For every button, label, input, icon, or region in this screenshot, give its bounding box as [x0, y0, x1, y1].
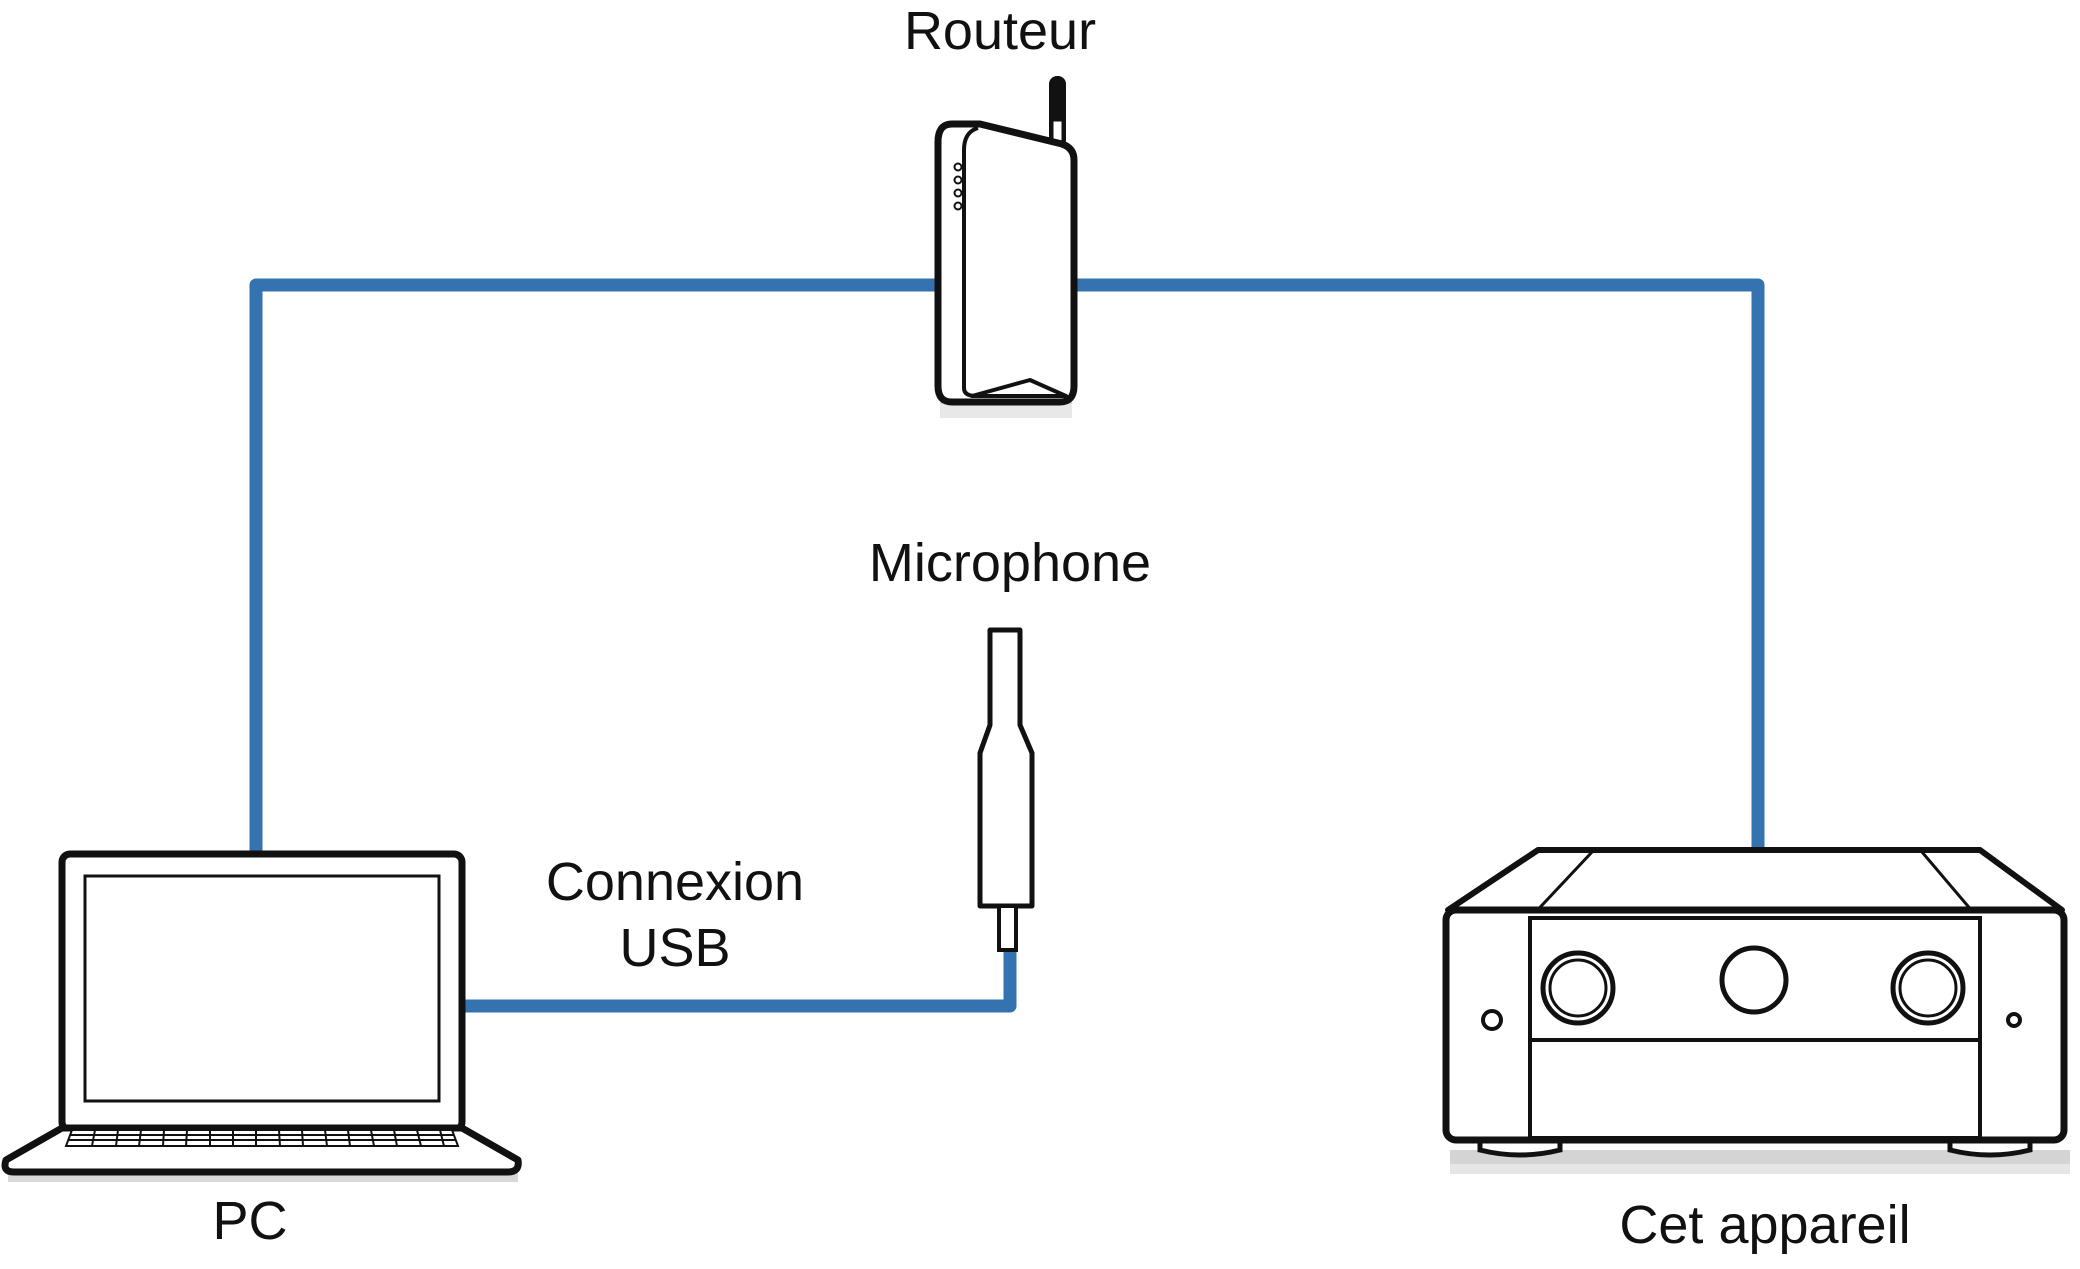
network-cables — [249, 278, 1765, 862]
laptop-keyboard — [64, 1129, 460, 1147]
usb-connection-label: Connexion USB — [500, 849, 850, 981]
router-icon — [934, 76, 1078, 418]
cable-router-to-device — [1061, 278, 1765, 857]
usb-cable — [455, 938, 1017, 1013]
device-label: Cet appareil — [1619, 1195, 1911, 1255]
pc-label: PC — [212, 1191, 288, 1251]
usb-connection-label-line1: Connexion — [545, 852, 805, 912]
microphone-icon — [977, 627, 1035, 952]
usb-connection-label-line2: USB — [619, 918, 731, 978]
av-receiver-icon — [1442, 847, 2070, 1174]
microphone-label: Microphone — [868, 533, 1152, 593]
router-label: Routeur — [903, 1, 1097, 61]
cable-router-to-pc — [249, 278, 947, 862]
laptop-icon — [1, 850, 522, 1182]
